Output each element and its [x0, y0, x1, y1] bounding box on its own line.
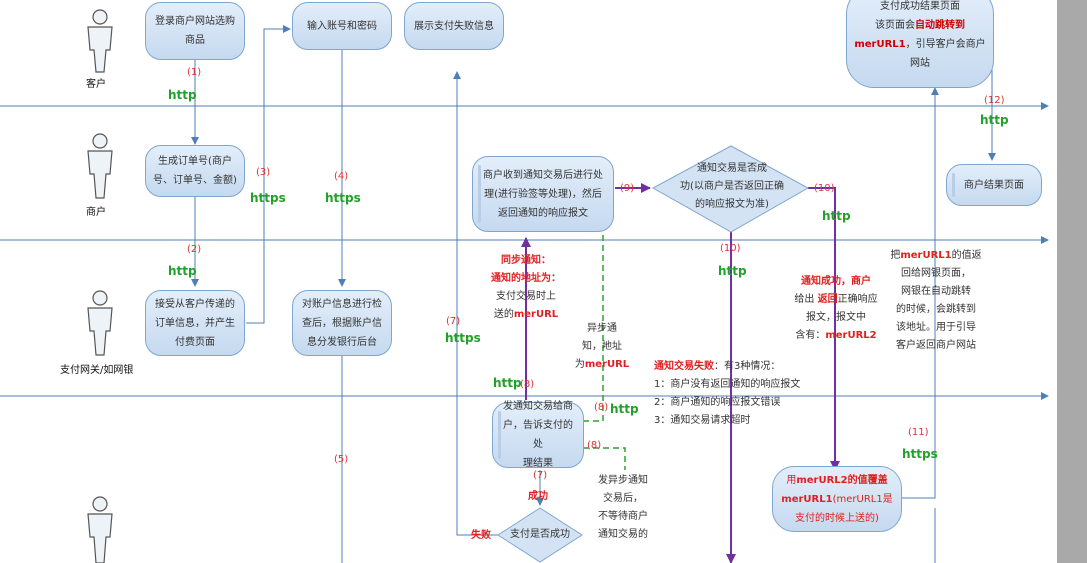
sync-notify-address: 通知的地址为：: [491, 273, 561, 284]
step-8-async-2: (8): [587, 440, 602, 451]
override-text-1: 用: [786, 475, 797, 486]
node-merchant-result-page: 商户结果页面: [946, 164, 1042, 206]
branch-fail-label: 失败: [471, 530, 491, 541]
success-page-auto-jump: 自动跳转到: [915, 20, 965, 31]
notify-success-body: 正确响应 报文，报文中 含有：: [795, 294, 878, 341]
node-show-fail: 展示支付失败信息: [404, 2, 504, 50]
notify-fail-list: 1：商户没有返回通知的响应报文 2：商户通知的响应报文错误 3：通知交易请求超时: [654, 379, 801, 426]
sync-notify-title: 同步通知：: [501, 255, 551, 266]
node-success-result-page: 支付成功结果页面 该页面会自动跳转到 merURL1，引导客户会商户 网站: [846, 0, 994, 88]
person-icon-merchant: [87, 133, 113, 199]
replace-url-name: merURL1: [900, 250, 952, 261]
success-page-text-2: ，引导客户会商户 网站: [905, 39, 986, 69]
node-login-select-goods: 登录商户网站选购 商品: [145, 2, 245, 60]
protocol-http-8-async: http: [610, 402, 639, 416]
step-8-async: (8): [594, 402, 609, 413]
person-icon-bank: [87, 496, 113, 563]
step-3: (3): [256, 167, 271, 178]
sync-notify-annotation: 同步通知： 通知的地址为： 支付交易时上 送的merURL: [478, 252, 574, 324]
replace-url-annotation: 把merURL1的值返 回给网银页面， 网银在自动跳转 的时候，会跳转到 该地址…: [880, 247, 992, 355]
protocol-https-7: https: [445, 331, 481, 345]
protocol-http-10: http: [822, 209, 851, 223]
async-notify-annotation: 异步通 知，地址 为merURL: [566, 320, 638, 374]
scrollbar-track[interactable]: [1057, 0, 1087, 563]
notify-fail-title: 通知交易失败: [654, 361, 714, 372]
node-send-notify-merchant: 发通知交易给商 户，告诉支付的处 理结果: [492, 401, 584, 469]
protocol-http-8-sync: http: [493, 376, 522, 390]
async-notify-text: 异步通 知，地址 为: [574, 323, 622, 370]
success-page-url: merURL1: [854, 39, 906, 50]
notify-success-diamond: [651, 145, 810, 233]
notify-success-return: 返回: [817, 294, 838, 305]
after-async-annotation: 发异步通知 交易后， 不等待商户 通知交易的: [598, 475, 648, 540]
sync-notify-body: 支付交易时上 送的: [493, 291, 556, 320]
node-merchant-receive-notify: 商户收到通知交易后进行处 理(进行验签等处理)，然后 返回通知的响应报文: [472, 156, 614, 232]
sync-notify-url: merURL: [513, 309, 559, 320]
node-verify-account: 对账户信息进行检 查后，根据账户信 息分发银行后台: [292, 290, 392, 356]
protocol-https-4: https: [325, 191, 361, 205]
branch-success-label: 成功: [528, 491, 548, 502]
node-accept-order-info: 接受从客户传递的 订单信息，并产生 付费页面: [145, 290, 245, 356]
step-9: (9): [620, 183, 635, 194]
node-override-merurl: 用merURL2的值覆盖 merURL1(merURL1是 支付的时候上送的): [772, 466, 902, 532]
person-icon-gateway: [87, 290, 113, 356]
pay-success-check-label: 支付是否成功: [510, 529, 570, 540]
green-async-arrows: [583, 217, 626, 470]
step-2: (2): [187, 244, 202, 255]
purple-flow-arrows: [521, 183, 840, 563]
notify-success-check-label: 通知交易是否成 功(以商户是否返回正确 的响应报文为准): [680, 163, 784, 210]
notify-fail-intro: ：有3种情况：: [714, 361, 781, 372]
notify-fail-annotation: 通知交易失败：有3种情况： 1：商户没有返回通知的响应报文 2：商户通知的响应报文…: [654, 358, 824, 430]
step-11: (11): [908, 427, 929, 438]
replace-url-body: 的值返 回给网银页面， 网银在自动跳转 的时候，会跳转到 该地址。用于引导 客户…: [896, 250, 982, 351]
role-label-gateway: 支付网关/如网银: [60, 365, 134, 376]
protocol-https-3: https: [250, 191, 286, 205]
override-text-2: merURL2的值覆盖: [796, 475, 888, 486]
step-8-sync: (8): [520, 379, 535, 390]
step-7-fail-path: (7): [446, 316, 461, 327]
node-generate-order: 生成订单号(商户 号、订单号、金额): [145, 145, 245, 197]
step-10-fail: (10): [720, 243, 741, 254]
async-notify-url: merURL: [584, 359, 630, 370]
notify-success-annotation: 通知成功，商户给出 返回正确响应 报文，报文中 含有：merURL2: [776, 273, 896, 345]
protocol-http-2: http: [168, 264, 197, 278]
role-label-merchant: 商户: [86, 207, 106, 218]
protocol-http-10-fail: http: [718, 264, 747, 278]
step-12: (12): [984, 95, 1005, 106]
step-5: (5): [334, 454, 349, 465]
person-icon-customer: [87, 9, 113, 73]
step-7-check: (7): [533, 470, 548, 481]
notify-success-title: 通知成功，商户: [801, 276, 871, 287]
pay-success-diamond: [497, 507, 583, 563]
role-label-customer: 客户: [86, 79, 106, 90]
notify-success-give: 给出: [794, 294, 818, 305]
blue-flow-arrows: [191, 25, 996, 563]
step-10-success: (10): [814, 183, 835, 194]
node-input-account: 输入账号和密码: [292, 2, 392, 50]
protocol-http-1: http: [168, 88, 197, 102]
protocol-http-12: http: [980, 113, 1009, 127]
success-page-text-1: 支付成功结果页面 该页面会: [875, 1, 960, 31]
override-text-3: merURL1: [781, 494, 833, 505]
notify-success-url: merURL2: [825, 330, 877, 341]
replace-url-lead: 把: [890, 250, 901, 261]
protocol-https-11: https: [902, 447, 938, 461]
override-text-4: (merURL1是 支付的时候上送的): [795, 494, 893, 524]
step-4: (4): [334, 171, 349, 182]
step-1: (1): [187, 67, 202, 78]
